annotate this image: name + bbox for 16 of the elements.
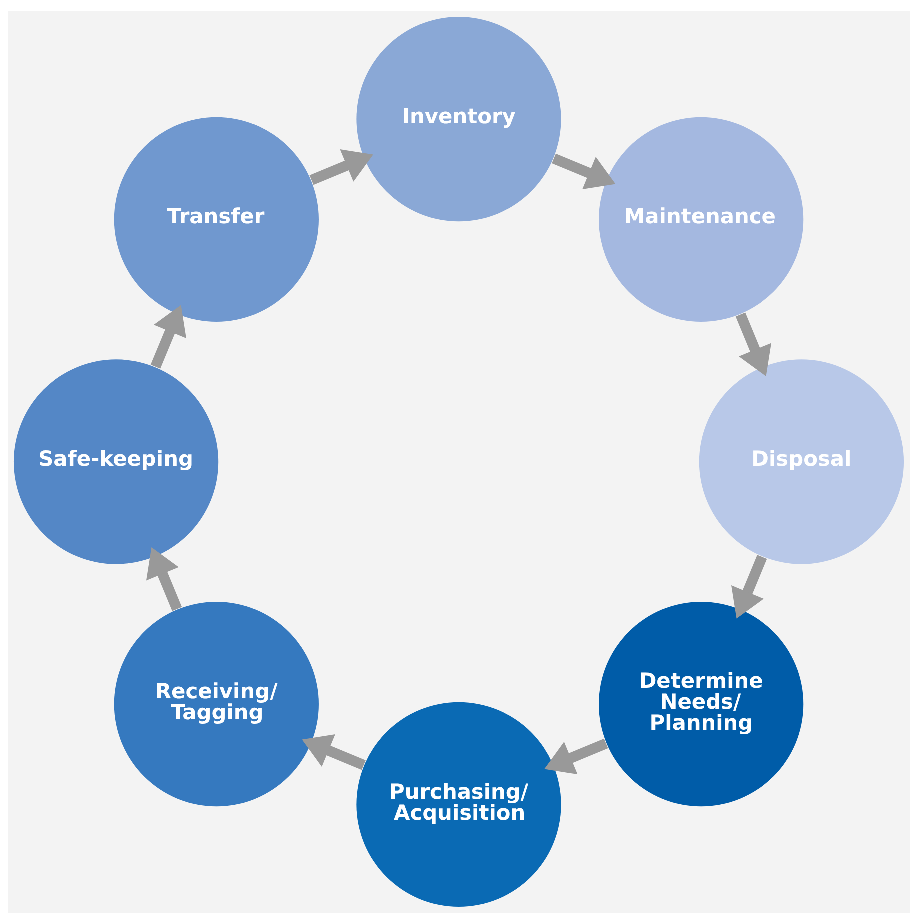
arrow — [146, 548, 182, 612]
node-circle: Inventory — [356, 16, 562, 222]
arrow — [552, 154, 616, 190]
node-circle: Disposal — [699, 360, 904, 564]
node-circle: Determine Needs/ Planning — [599, 602, 804, 807]
arrow — [736, 312, 772, 376]
arrow — [310, 149, 374, 186]
arrow — [302, 734, 366, 770]
node-circle: Purchasing/ Acquisition — [356, 702, 562, 908]
arrow — [150, 305, 186, 369]
node-circle: Maintenance — [599, 117, 804, 322]
arrow — [544, 738, 608, 775]
node-circle: Receiving/ Tagging — [114, 602, 319, 807]
arrow — [732, 555, 768, 619]
node-circle: Safe-keeping — [14, 360, 219, 564]
node-circle: Transfer — [114, 117, 319, 322]
